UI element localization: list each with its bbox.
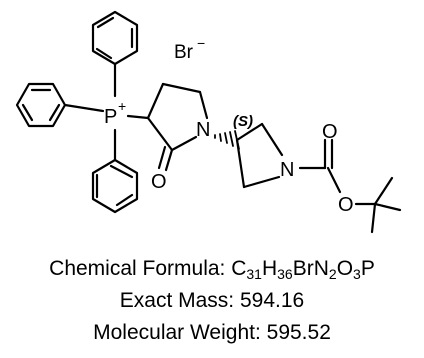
bromide-charge: − <box>197 35 205 51</box>
carbamate-ester-oxygen-label: O <box>338 194 354 216</box>
phosphorus-charge: + <box>118 98 126 114</box>
phosphorus-label: P <box>104 106 117 128</box>
formula-part: P <box>360 257 375 280</box>
phenyl-ring-left <box>15 82 105 128</box>
pyrrolidinone-ring <box>146 82 209 172</box>
lactam-nitrogen-label: N <box>196 119 210 141</box>
formula-part: H <box>261 257 278 280</box>
phenyl-ring-top <box>91 10 139 98</box>
carbonyl-oxygen-label: O <box>151 171 167 193</box>
carbamate-group <box>323 138 402 234</box>
hashed-wedge-bond <box>214 130 240 150</box>
formula-subscript: 2 <box>328 266 337 282</box>
molecular-weight: Molecular Weight: 595.52 <box>93 321 331 344</box>
carbamate-carbonyl-oxygen-label: O <box>322 121 338 143</box>
formula-subscript: 36 <box>277 266 293 282</box>
stereo-descriptor-label: (S) <box>233 113 253 130</box>
chemical-formula: Chemical Formula: C31H36BrN2O3P <box>0 256 424 282</box>
formula-part: O <box>336 257 354 280</box>
bond-p-phenyl-left <box>63 103 105 113</box>
formula-subscript: 31 <box>246 266 262 282</box>
formula-part: C <box>231 257 247 280</box>
exact-mass: Exact Mass: 594.16 <box>119 289 305 312</box>
formula-label: Chemical Formula: <box>49 257 232 280</box>
bond-p-c3 <box>126 114 150 120</box>
formula-part: BrN <box>292 257 329 280</box>
phenyl-ring-bottom <box>91 128 139 214</box>
bromide-label: Br <box>174 42 194 63</box>
chemical-structure: Br − P + N O (S) N O O <box>15 10 402 234</box>
pyrrolidine-nitrogen-label: N <box>280 159 294 181</box>
formula-subscript: 3 <box>353 266 361 282</box>
pyrrolidine-ring <box>235 122 284 189</box>
